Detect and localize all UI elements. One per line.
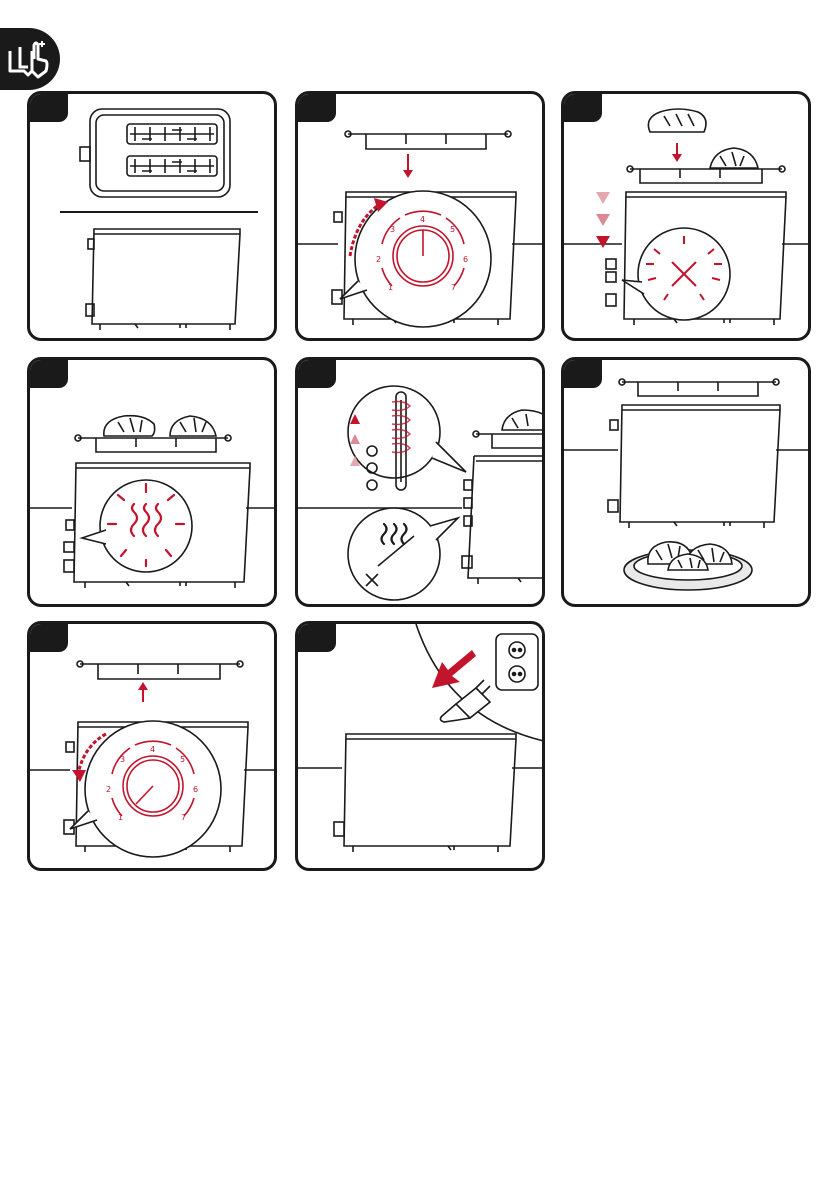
step-8-panel	[295, 621, 545, 871]
lower-lever-set-browning-illustration: 1 2 3 4 5 6 7	[298, 94, 545, 341]
toasting-heat-illustration	[30, 360, 277, 607]
dial-number: 2	[106, 785, 111, 794]
step-4-panel	[27, 357, 277, 607]
dial-number: 3	[390, 225, 395, 234]
dial-number: 4	[150, 745, 155, 754]
step-3-panel	[561, 91, 811, 341]
function-buttons-illustration	[298, 360, 545, 607]
dial-number: 7	[181, 813, 186, 822]
serve-toast-illustration	[564, 360, 811, 607]
read-manual-icon	[6, 37, 52, 81]
dial-number: 7	[451, 283, 456, 292]
dial-number: 1	[388, 283, 393, 292]
dial-number: 5	[180, 755, 185, 764]
step-6-panel	[561, 357, 811, 607]
step-5-panel	[295, 357, 545, 607]
dial-number: 5	[450, 225, 455, 234]
step-7-panel: 1 2 3 4 5 6 7	[27, 621, 277, 871]
dial-number: 4	[420, 215, 425, 224]
manual-tab	[0, 28, 60, 90]
dial-number: 6	[463, 255, 468, 264]
unplug-illustration	[298, 624, 545, 871]
toaster-top-and-side-illustration	[30, 94, 277, 341]
dial-number: 2	[376, 255, 381, 264]
step-2-panel: 1 2 3 4 5 6 7	[295, 91, 545, 341]
do-not-overload-illustration	[564, 94, 811, 341]
dial-number: 6	[193, 785, 198, 794]
dial-number: 1	[118, 813, 123, 822]
dial-number: 3	[120, 755, 125, 764]
turn-knob-lift-lever-illustration: 1 2 3 4 5 6 7	[30, 624, 277, 871]
step-1-panel	[27, 91, 277, 341]
